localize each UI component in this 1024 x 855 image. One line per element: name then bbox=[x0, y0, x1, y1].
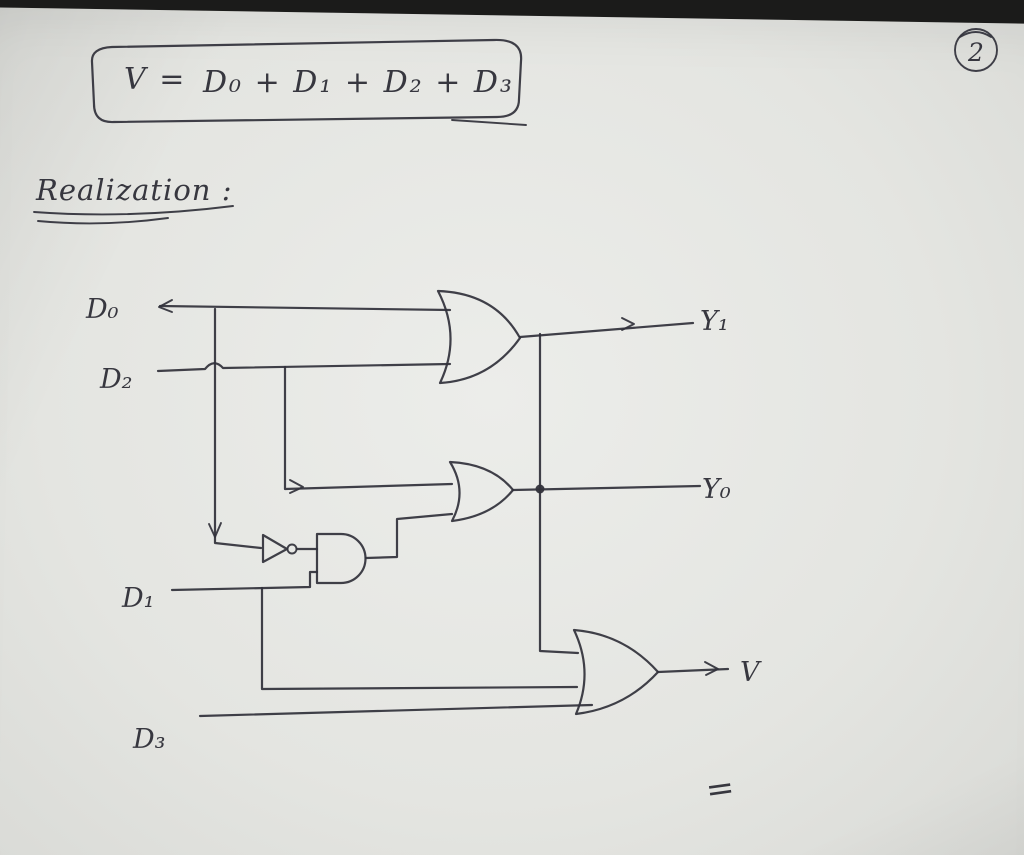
equation-frame-overshoot bbox=[451, 119, 527, 126]
wire-d0-branch-to-not bbox=[213, 307, 263, 550]
and-gate bbox=[315, 512, 454, 585]
label-d2: D₂ bbox=[99, 364, 132, 395]
or-gate-top-icon bbox=[436, 289, 522, 385]
or-gate-bottom-icon bbox=[572, 628, 660, 716]
wire-d2-branch-to-or2 bbox=[283, 365, 454, 491]
equation-frame bbox=[90, 38, 523, 124]
heading-underline-1 bbox=[33, 205, 234, 216]
or-gate-middle bbox=[448, 460, 702, 523]
page-number-circle bbox=[954, 28, 998, 72]
wire-and-to-or2 bbox=[364, 512, 454, 560]
equation-rhs: D₀ + D₁ + D₂ + D₃ bbox=[202, 65, 514, 100]
label-d0: D₀ bbox=[85, 294, 119, 325]
label-y1: Y₁ bbox=[700, 306, 729, 337]
arrow-right-icon bbox=[289, 479, 304, 494]
wire-bus-vertical bbox=[538, 332, 580, 655]
or-gate-bottom bbox=[572, 628, 730, 716]
arrow-d0-icon bbox=[158, 299, 173, 313]
page-number-circle-stroke bbox=[959, 31, 992, 38]
junction-dot bbox=[535, 484, 545, 494]
not-gate bbox=[261, 533, 319, 564]
page-number: 2 bbox=[967, 38, 984, 67]
logic-circuit: D₀ D₂ D₁ D₃ Y₁ Y₀ V = bbox=[85, 289, 762, 811]
equation-lhs: V = bbox=[124, 62, 186, 97]
heading-underline-2 bbox=[37, 217, 169, 225]
label-d3: D₃ bbox=[132, 724, 165, 755]
arrow-v-icon bbox=[704, 661, 719, 676]
label-y0: Y₀ bbox=[702, 474, 731, 505]
or-gate-middle-icon bbox=[448, 460, 515, 523]
heading-text: Realization : bbox=[35, 173, 232, 207]
not-gate-triangle-icon bbox=[261, 533, 289, 564]
equation-box: V = D₀ + D₁ + D₂ + D₃ bbox=[90, 38, 527, 126]
realization-heading: Realization : bbox=[33, 173, 234, 225]
wire-d1 bbox=[170, 570, 319, 592]
label-d1: D₁ bbox=[121, 583, 154, 614]
and-gate-icon bbox=[315, 532, 367, 585]
equals-mark: = bbox=[703, 767, 737, 811]
wire-d3 bbox=[198, 703, 594, 718]
wire-y1 bbox=[518, 321, 695, 339]
wire-d0 bbox=[158, 304, 452, 312]
page-number-badge: 2 bbox=[954, 28, 998, 72]
wire-d1-branch-to-or3 bbox=[260, 586, 579, 691]
not-gate-bubble-icon bbox=[286, 543, 298, 555]
arrow-down-icon bbox=[208, 522, 222, 538]
arrow-y1-icon bbox=[621, 317, 635, 331]
wire-d2 bbox=[156, 362, 452, 373]
or-gate-top bbox=[436, 289, 695, 385]
label-v: V bbox=[740, 657, 762, 688]
